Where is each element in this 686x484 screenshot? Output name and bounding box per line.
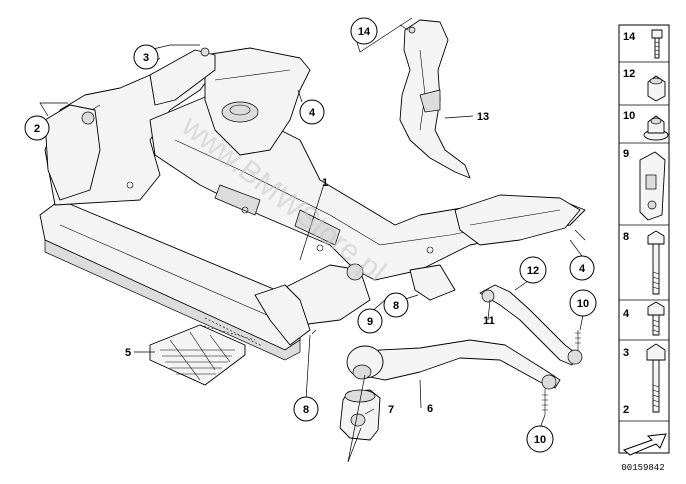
- callout-4-right[interactable]: 4: [569, 255, 595, 281]
- sidebar-item-2[interactable]: 2: [623, 404, 629, 416]
- callout-9[interactable]: 9: [357, 308, 383, 334]
- svg-text:4: 4: [309, 107, 316, 119]
- side-bracket[interactable]: [149, 47, 216, 106]
- svg-text:2: 2: [34, 123, 40, 135]
- direction-arrow-icon: [623, 433, 667, 456]
- label-6[interactable]: 6: [427, 403, 433, 415]
- svg-text:8: 8: [303, 404, 309, 416]
- nut-icon: [647, 75, 666, 102]
- right-support-arm[interactable]: [454, 194, 581, 246]
- sidebar-item-10[interactable]: 10: [623, 110, 669, 141]
- sidebar-item-12[interactable]: 12: [623, 68, 666, 102]
- sidebar-item-3[interactable]: 3: [623, 343, 666, 413]
- svg-text:3: 3: [143, 52, 149, 64]
- leader-lines: [39, 17, 586, 463]
- short-bolt-icon: [647, 301, 665, 336]
- callout-10-upper[interactable]: 10: [569, 289, 597, 317]
- sidebar-item-4[interactable]: 4: [623, 301, 665, 336]
- flange-bolt-icon: [646, 343, 666, 413]
- long-bolt-icon: [647, 230, 665, 295]
- svg-text:10: 10: [534, 434, 546, 446]
- bolt-icon: [651, 29, 663, 59]
- callout-3[interactable]: 3: [133, 44, 159, 70]
- svg-text:14: 14: [358, 26, 371, 38]
- callout-10-lower[interactable]: 10: [526, 425, 554, 453]
- callout-2[interactable]: 2: [24, 115, 50, 141]
- svg-text:8: 8: [393, 300, 399, 312]
- label-7[interactable]: 7: [388, 404, 394, 416]
- svg-text:10: 10: [577, 298, 589, 310]
- callout-4-upper[interactable]: 4: [299, 99, 325, 125]
- svg-text:10: 10: [623, 110, 635, 122]
- svg-text:4: 4: [579, 263, 586, 275]
- svg-text:8: 8: [623, 231, 629, 243]
- sidebar-item-9[interactable]: 9: [623, 148, 666, 221]
- sidebar-item-8[interactable]: 8: [623, 230, 665, 295]
- rubber-mount[interactable]: [339, 389, 381, 441]
- svg-text:12: 12: [527, 265, 539, 277]
- svg-text:12: 12: [623, 68, 635, 80]
- callout-8-lower[interactable]: 8: [293, 396, 319, 422]
- catalog-number: 00159842: [621, 463, 664, 473]
- label-13[interactable]: 13: [477, 111, 489, 123]
- svg-text:9: 9: [367, 316, 373, 328]
- label-11[interactable]: 11: [483, 315, 495, 327]
- svg-text:3: 3: [623, 347, 629, 359]
- tension-strut[interactable]: [479, 284, 583, 366]
- engine-mount-bracket[interactable]: [204, 47, 311, 156]
- sidebar-item-14[interactable]: 14: [623, 29, 663, 59]
- callout-12[interactable]: 12: [519, 256, 547, 284]
- control-arm[interactable]: [346, 339, 561, 415]
- heat-shield[interactable]: [399, 19, 471, 179]
- svg-text:2: 2: [623, 404, 629, 416]
- callout-8-middle[interactable]: 8: [383, 292, 409, 318]
- flange-nut-icon: [643, 115, 669, 141]
- callout-14[interactable]: 14: [350, 17, 378, 45]
- svg-text:14: 14: [623, 31, 636, 43]
- label-5[interactable]: 5: [125, 347, 131, 359]
- svg-text:9: 9: [623, 148, 629, 160]
- protection-plate[interactable]: [149, 317, 263, 386]
- label-1[interactable]: 1: [322, 177, 328, 189]
- clip-icon: [639, 151, 666, 221]
- svg-text:4: 4: [623, 308, 630, 320]
